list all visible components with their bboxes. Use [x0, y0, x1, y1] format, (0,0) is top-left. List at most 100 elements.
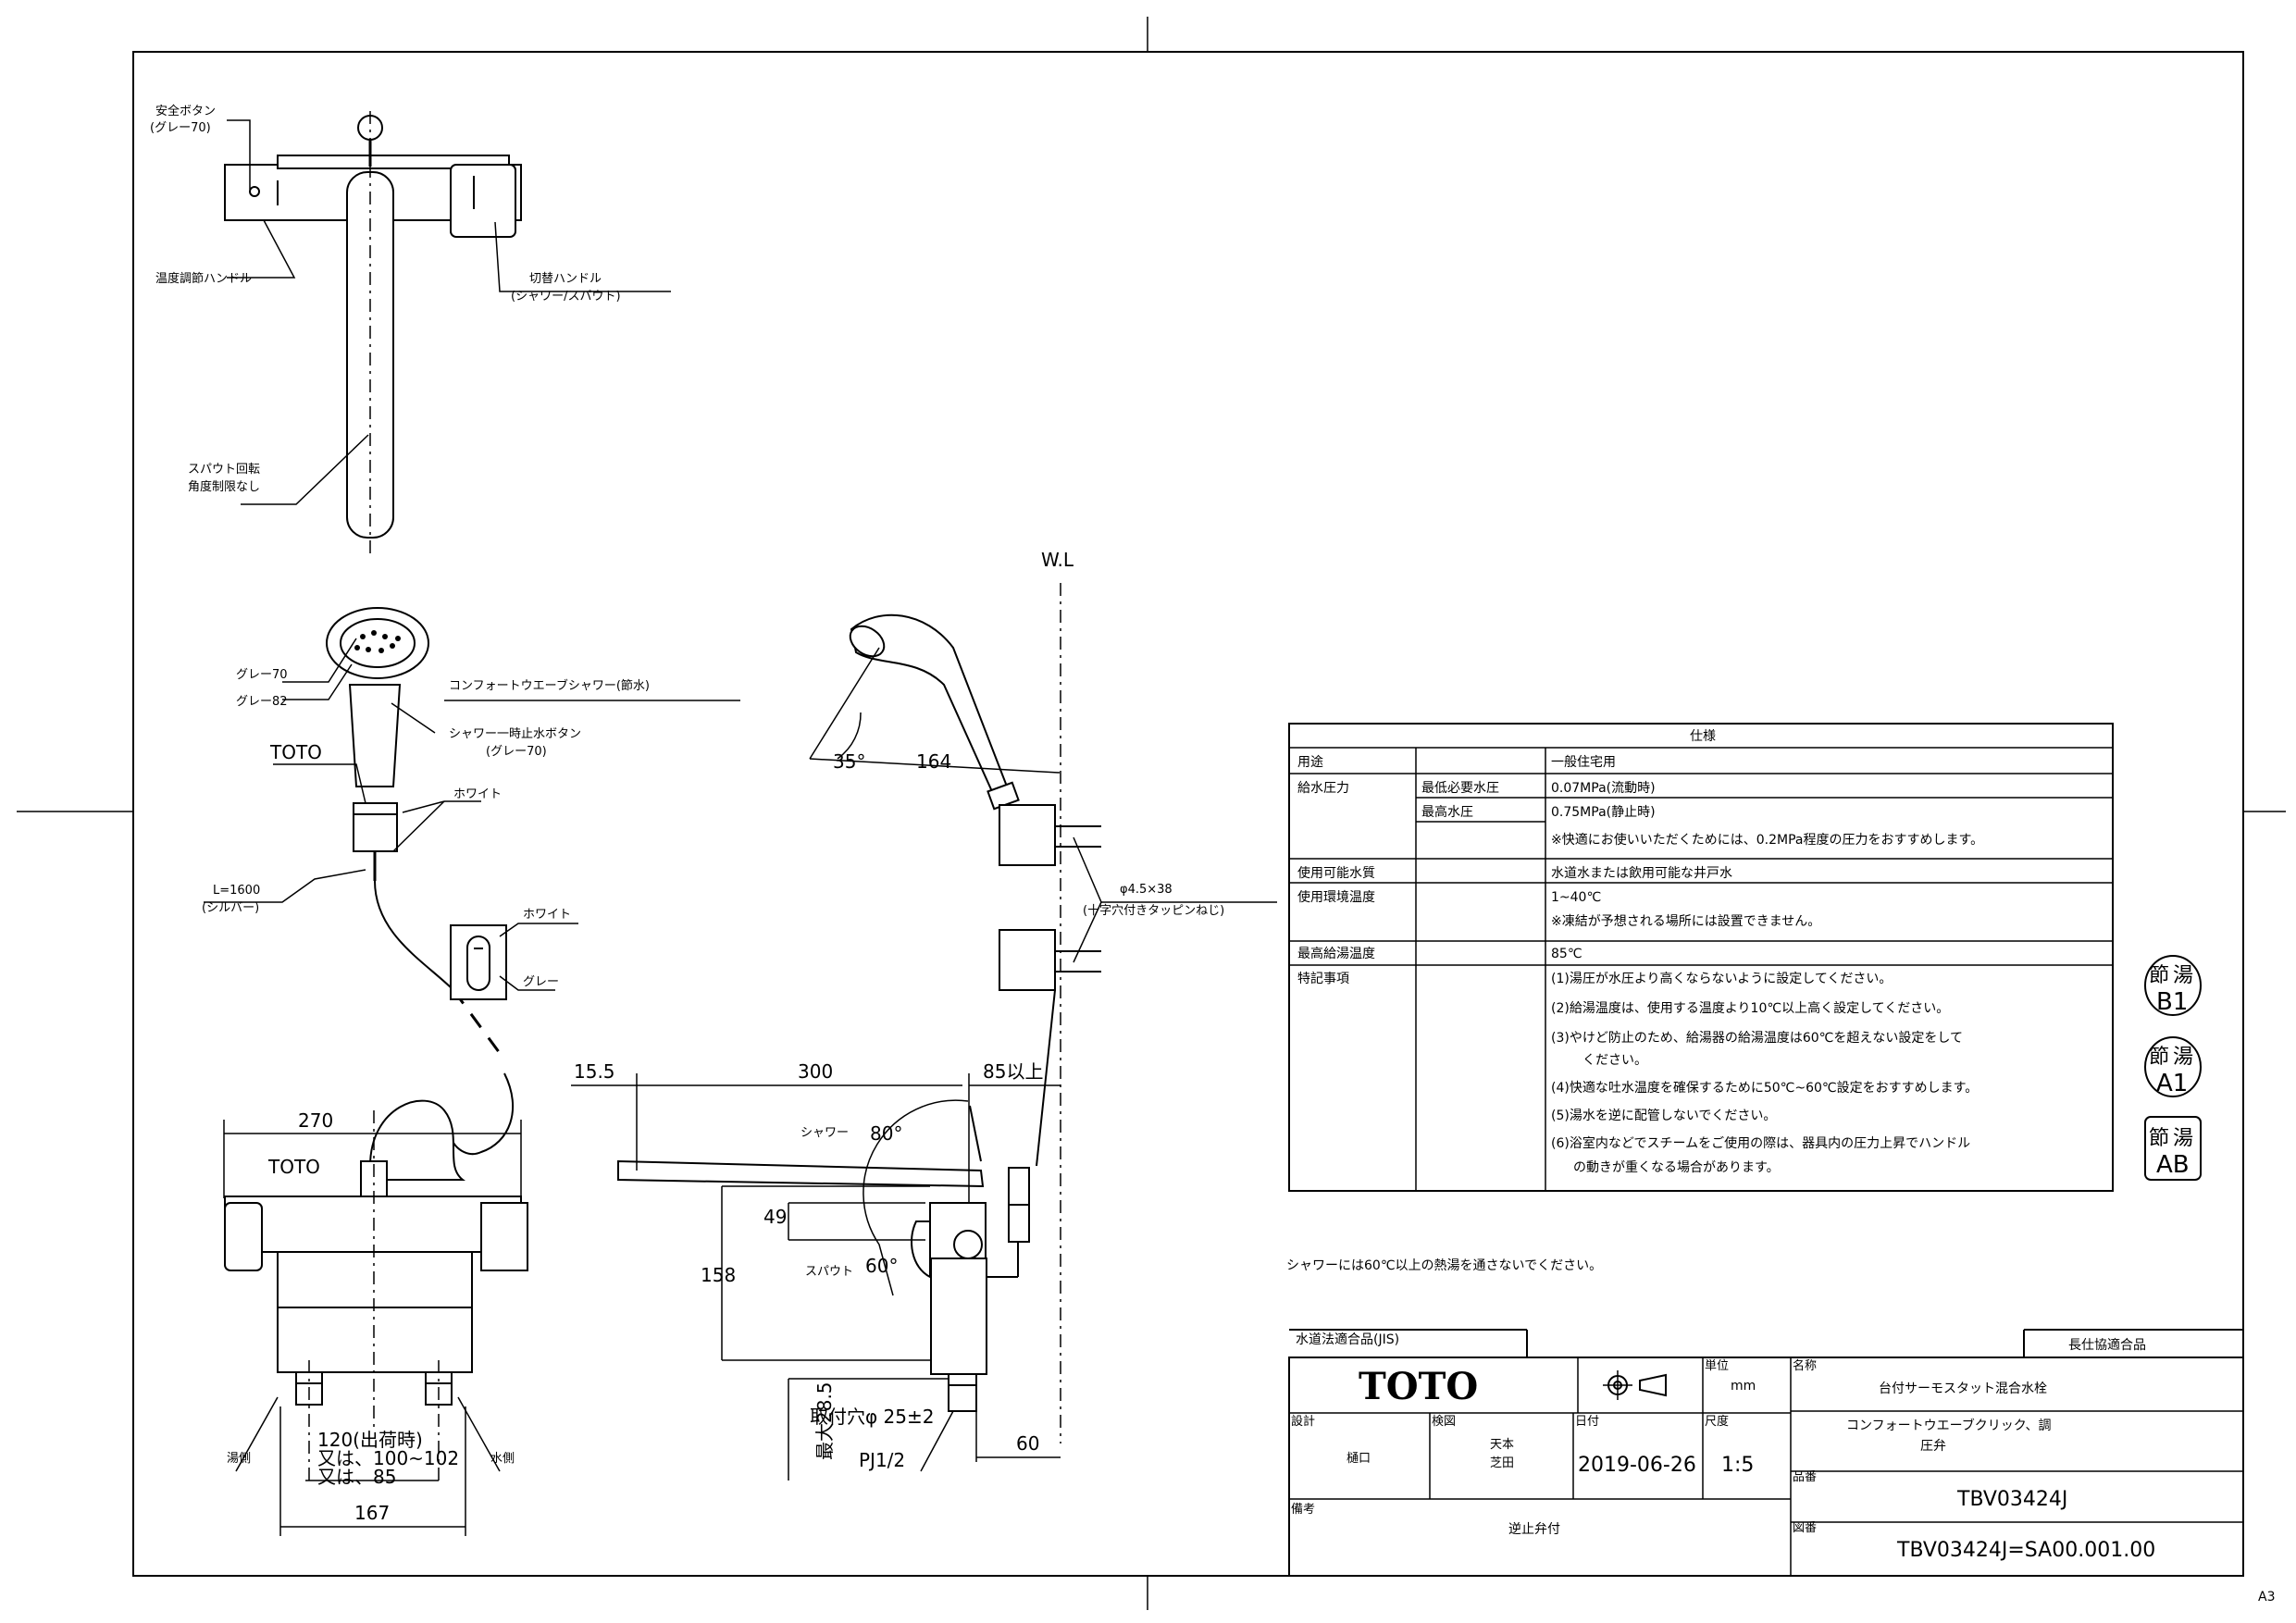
angle-unlimited-label: 角度制限なし: [188, 479, 260, 494]
drawing-number: TBV03424J=SA00.001.00: [1896, 1539, 2155, 1562]
dim-158-label: 158: [701, 1264, 736, 1286]
badge-top-left: 節: [2149, 1127, 2169, 1150]
dim-49-label: 49: [763, 1206, 787, 1228]
design-value: 樋口: [1347, 1451, 1371, 1466]
switch-handle-sub-label: (シャワー/スパウト): [511, 290, 621, 304]
spec-row-value: ※快適にお使いいただくためには、0.2MPa程度の圧力をおすすめします。: [1551, 832, 1983, 848]
spec-row-value: (6)浴室内などでスチームをご使用の際は、器具内の圧力上昇でハンドル: [1551, 1135, 1970, 1151]
spec-row-value: (4)快適な吐水温度を確保するために50℃~60℃設定をおすすめします。: [1551, 1080, 1978, 1096]
badge-code: B1: [2156, 988, 2188, 1016]
spout-outlet-label: スパウト: [805, 1265, 853, 1279]
product-field-label: 品番: [1793, 1470, 1817, 1484]
spec-row-label: 用途: [1297, 754, 1323, 770]
pj-label: PJ1/2: [859, 1449, 905, 1471]
angle-80-label: 80°: [870, 1122, 902, 1145]
product-name-sub-1: コンフォートウエーブクリック、調: [1846, 1418, 2051, 1433]
badge: 節湯A1: [2144, 1036, 2202, 1097]
spec-row-sublabel: 最高水圧: [1421, 804, 1473, 820]
side-view-faucet: [617, 583, 1101, 1443]
holder-detail: [450, 923, 578, 1000]
drawing-frame: [17, 17, 2286, 1610]
badge-top-left: 節: [2149, 1046, 2169, 1069]
wl-label: W.L: [1041, 549, 1074, 571]
spec-row-value: 一般住宅用: [1551, 755, 1616, 770]
top-view-leaders: [227, 119, 671, 505]
spec-row-value: ください。: [1582, 1053, 1647, 1068]
spec-row-value: (5)湯水を逆に配管しないでください。: [1551, 1108, 1776, 1123]
angle-35-label: 35°: [833, 750, 865, 773]
scale-value: 1:5: [1721, 1454, 1754, 1477]
product-name-sub-2: 圧弁: [1920, 1439, 1946, 1454]
toto-front-label: TOTO: [267, 1156, 320, 1178]
badge-outline: [2144, 1116, 2202, 1181]
dim-60-label: 60: [1016, 1432, 1039, 1455]
dim-300-label: 300: [798, 1060, 833, 1083]
white-label-b: ホワイト: [523, 908, 571, 922]
cold-side-label: 水側: [490, 1452, 515, 1466]
name-field-label: 名称: [1793, 1358, 1817, 1373]
safety-button-color-label: (グレー70): [150, 121, 211, 135]
badge-top-left: 節: [2149, 964, 2169, 987]
dim-15-5-label: 15.5: [574, 1060, 615, 1083]
spec-row-label: 給水圧力: [1297, 781, 1349, 796]
scale-field-label: 尺度: [1705, 1414, 1729, 1429]
mount-hole-label: 取付穴φ 25±2: [810, 1406, 934, 1428]
drawing-field-label: 図番: [1793, 1521, 1817, 1535]
spec-row-value: 85℃: [1551, 947, 1582, 961]
badge-code: AB: [2156, 1151, 2190, 1179]
notes-field-label: 備考: [1291, 1502, 1315, 1517]
projection-symbol: [1603, 1370, 1667, 1400]
hose-length-label: L=1600: [213, 884, 260, 898]
product-number: TBV03424J: [1956, 1488, 2067, 1511]
spec-row-value: (3)やけど防止のため、給湯器の給湯温度は60℃を超えない設定をして: [1551, 1030, 1963, 1046]
front-view-faucet: [224, 1099, 528, 1481]
gray82-label: グレー82: [236, 695, 288, 709]
badge-top-right: 湯: [2173, 1127, 2193, 1150]
cooperative-label: 長仕協適合品: [2068, 1337, 2146, 1353]
spec-row-value: (1)湯圧が水圧より高くならないように設定してください。: [1551, 971, 1892, 986]
spec-row-sublabel: 最低必要水圧: [1421, 781, 1499, 796]
pitch-label-3: 又は、85: [317, 1466, 396, 1488]
spec-title: 仕様: [1690, 729, 1716, 744]
badge-outline: [2144, 955, 2202, 1016]
pitch-label-2: 又は、100~102: [317, 1447, 459, 1469]
spec-row-value: 水道水または飲用可能な井戸水: [1551, 866, 1732, 881]
check-value-1: 天本: [1490, 1438, 1514, 1452]
dim-270-label: 270: [298, 1109, 333, 1132]
spout-rotation-label: スパウト回転: [188, 463, 260, 477]
badge-code: A1: [2156, 1070, 2188, 1097]
date-value: 2019-06-26: [1578, 1454, 1696, 1477]
gray-label: グレー: [523, 975, 559, 989]
spec-row-label: 使用環境温度: [1297, 889, 1375, 905]
spec-row-value: 0.75MPa(静止時): [1551, 805, 1656, 820]
spec-row-label: 最高給湯温度: [1297, 946, 1375, 961]
spec-row-label: 特記事項: [1297, 971, 1349, 986]
shower-stop-button-color-label: (グレー70): [486, 745, 547, 759]
date-field-label: 日付: [1575, 1415, 1599, 1429]
switch-handle-label: 切替ハンドル: [529, 272, 602, 286]
silver-label: (シルバー): [202, 901, 259, 915]
spec-row-value: 0.07MPa(流動時): [1551, 781, 1656, 796]
side-view-dimensions: [571, 647, 1277, 1481]
dim-164-label: 164: [916, 750, 951, 773]
spec-table: [1288, 723, 2114, 1192]
pitch-label-1: 120(出荷時): [317, 1429, 423, 1451]
shower-outlet-label: シャワー: [800, 1126, 849, 1140]
temperature-handle-label: 温度調節ハンドル: [155, 271, 252, 286]
white-label-a: ホワイト: [453, 787, 502, 801]
shower-temperature-note: シャワーには60℃以上の熱湯を通さないでください。: [1286, 1258, 1602, 1273]
dim-167-label: 167: [354, 1502, 390, 1524]
toto-head-label: TOTO: [269, 741, 322, 763]
spec-row-value: 1~40℃: [1551, 890, 1601, 905]
safety-button-label: 安全ボタン: [155, 104, 216, 118]
comfort-shower-label: コンフォートウエーブシャワー(節水): [449, 678, 650, 693]
notes-value: 逆止弁付: [1508, 1522, 1560, 1537]
toto-logo: TOTO: [1359, 1365, 1478, 1408]
design-field-label: 設計: [1291, 1414, 1315, 1429]
screw-spec-label: φ4.5×38: [1120, 883, 1173, 897]
shower-head-front: [326, 607, 514, 1156]
hot-side-label: 湯側: [227, 1452, 251, 1466]
badge: 節湯AB: [2144, 1116, 2202, 1181]
check-value-2: 芝田: [1490, 1456, 1514, 1470]
